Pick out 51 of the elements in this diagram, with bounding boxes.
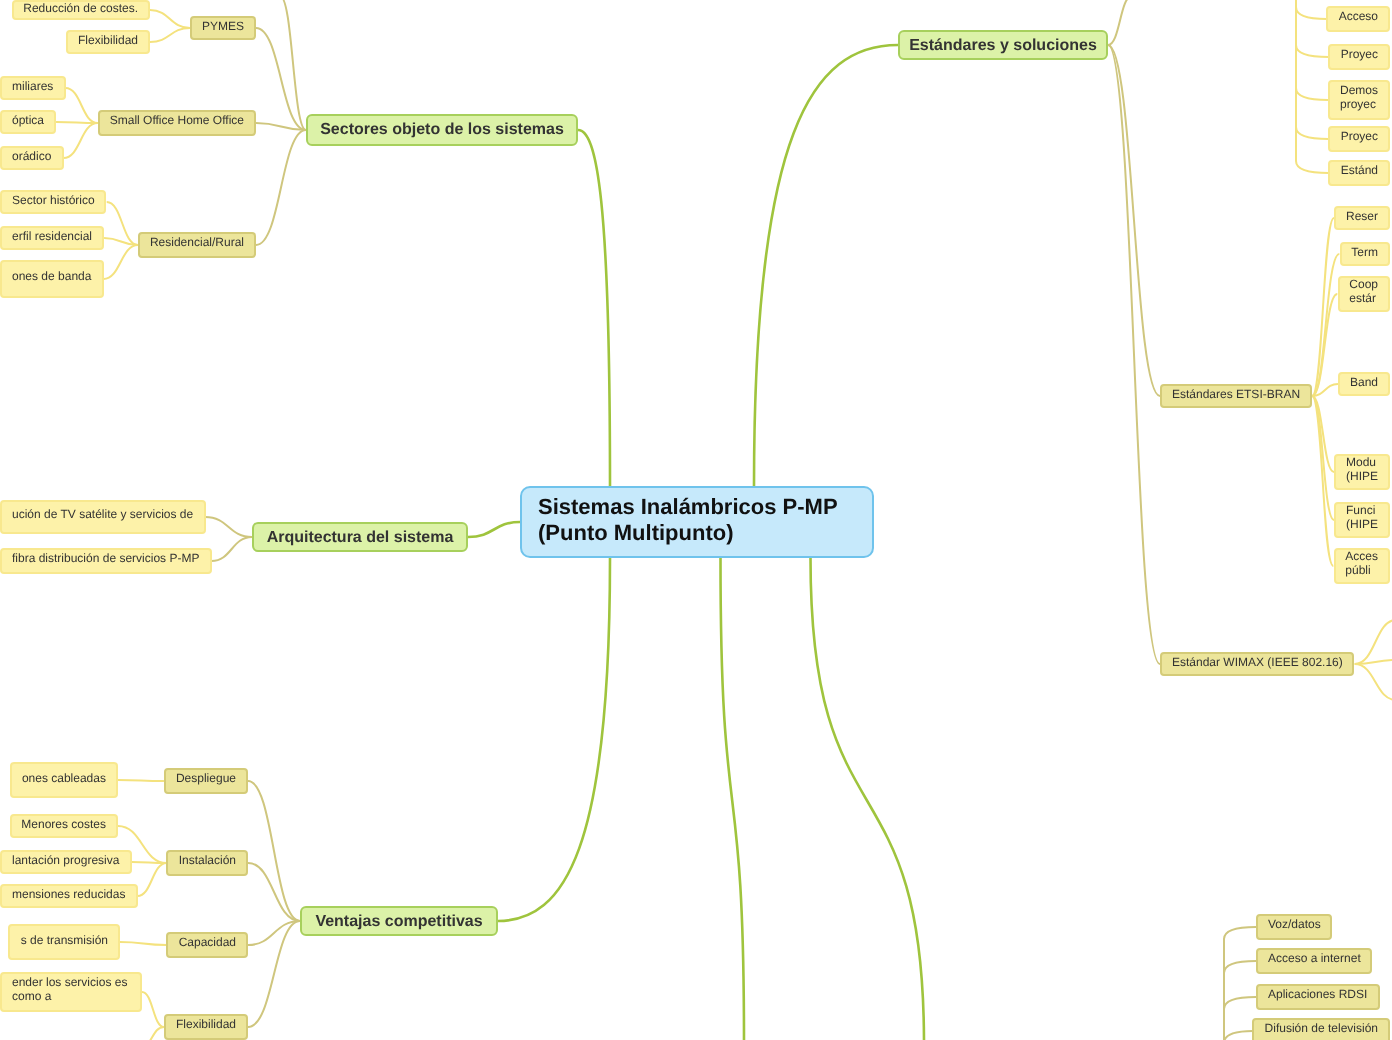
connector-line — [1311, 253, 1341, 397]
connector-line — [55, 121, 99, 124]
connector-line — [1353, 619, 1392, 665]
main-topic: Arquitectura del sistema — [252, 522, 468, 552]
connector-line — [1311, 395, 1335, 473]
connector-line — [204, 516, 253, 538]
connector-line — [1311, 395, 1335, 567]
connector-line — [105, 201, 139, 246]
connector-line — [1353, 663, 1392, 701]
connector-line — [210, 536, 253, 562]
connector-line — [119, 941, 168, 946]
connector-line — [1107, 0, 1133, 46]
connector-line — [1223, 996, 1257, 1040]
connector-line — [141, 991, 165, 1028]
connector-line — [1311, 217, 1335, 397]
connector-line — [809, 557, 926, 1040]
connector-line — [255, 27, 307, 131]
connector-line — [136, 862, 168, 897]
connector-line — [149, 9, 191, 29]
connector-line — [117, 825, 168, 864]
connector-line — [1223, 1030, 1254, 1040]
connector-line — [64, 87, 99, 124]
connector-line — [279, 0, 307, 131]
connector-line — [1295, 0, 1330, 174]
connector-line — [1311, 293, 1339, 397]
connector-line — [577, 128, 612, 486]
connector-line — [719, 558, 746, 1040]
connector-line — [1353, 659, 1392, 665]
connector-line — [1311, 395, 1335, 521]
connector-line — [255, 122, 307, 131]
connector-line — [149, 27, 191, 43]
connector-line — [255, 129, 307, 246]
connector-line — [117, 779, 165, 782]
connector-line — [1107, 44, 1161, 665]
main-topic: Sectores objeto de los sistemas — [306, 114, 578, 146]
connector-line — [130, 861, 168, 864]
connector-line — [247, 862, 301, 922]
main-topic: Estándares y soluciones — [898, 30, 1108, 60]
connector-line — [467, 520, 521, 539]
connector-line — [497, 558, 612, 923]
connector-line — [1311, 383, 1339, 397]
central-topic: Sistemas Inalámbricos P-MP (Punto Multipunto) — [520, 486, 874, 558]
connector-line — [62, 122, 99, 159]
connector-line — [103, 237, 139, 246]
connector-line — [102, 244, 139, 280]
connector-line — [247, 780, 301, 922]
connector-line — [752, 43, 899, 486]
connector-line — [1107, 44, 1161, 397]
main-topic: Ventajas competitivas — [300, 906, 498, 936]
connector-line — [247, 920, 301, 946]
connector-line — [247, 920, 301, 1028]
